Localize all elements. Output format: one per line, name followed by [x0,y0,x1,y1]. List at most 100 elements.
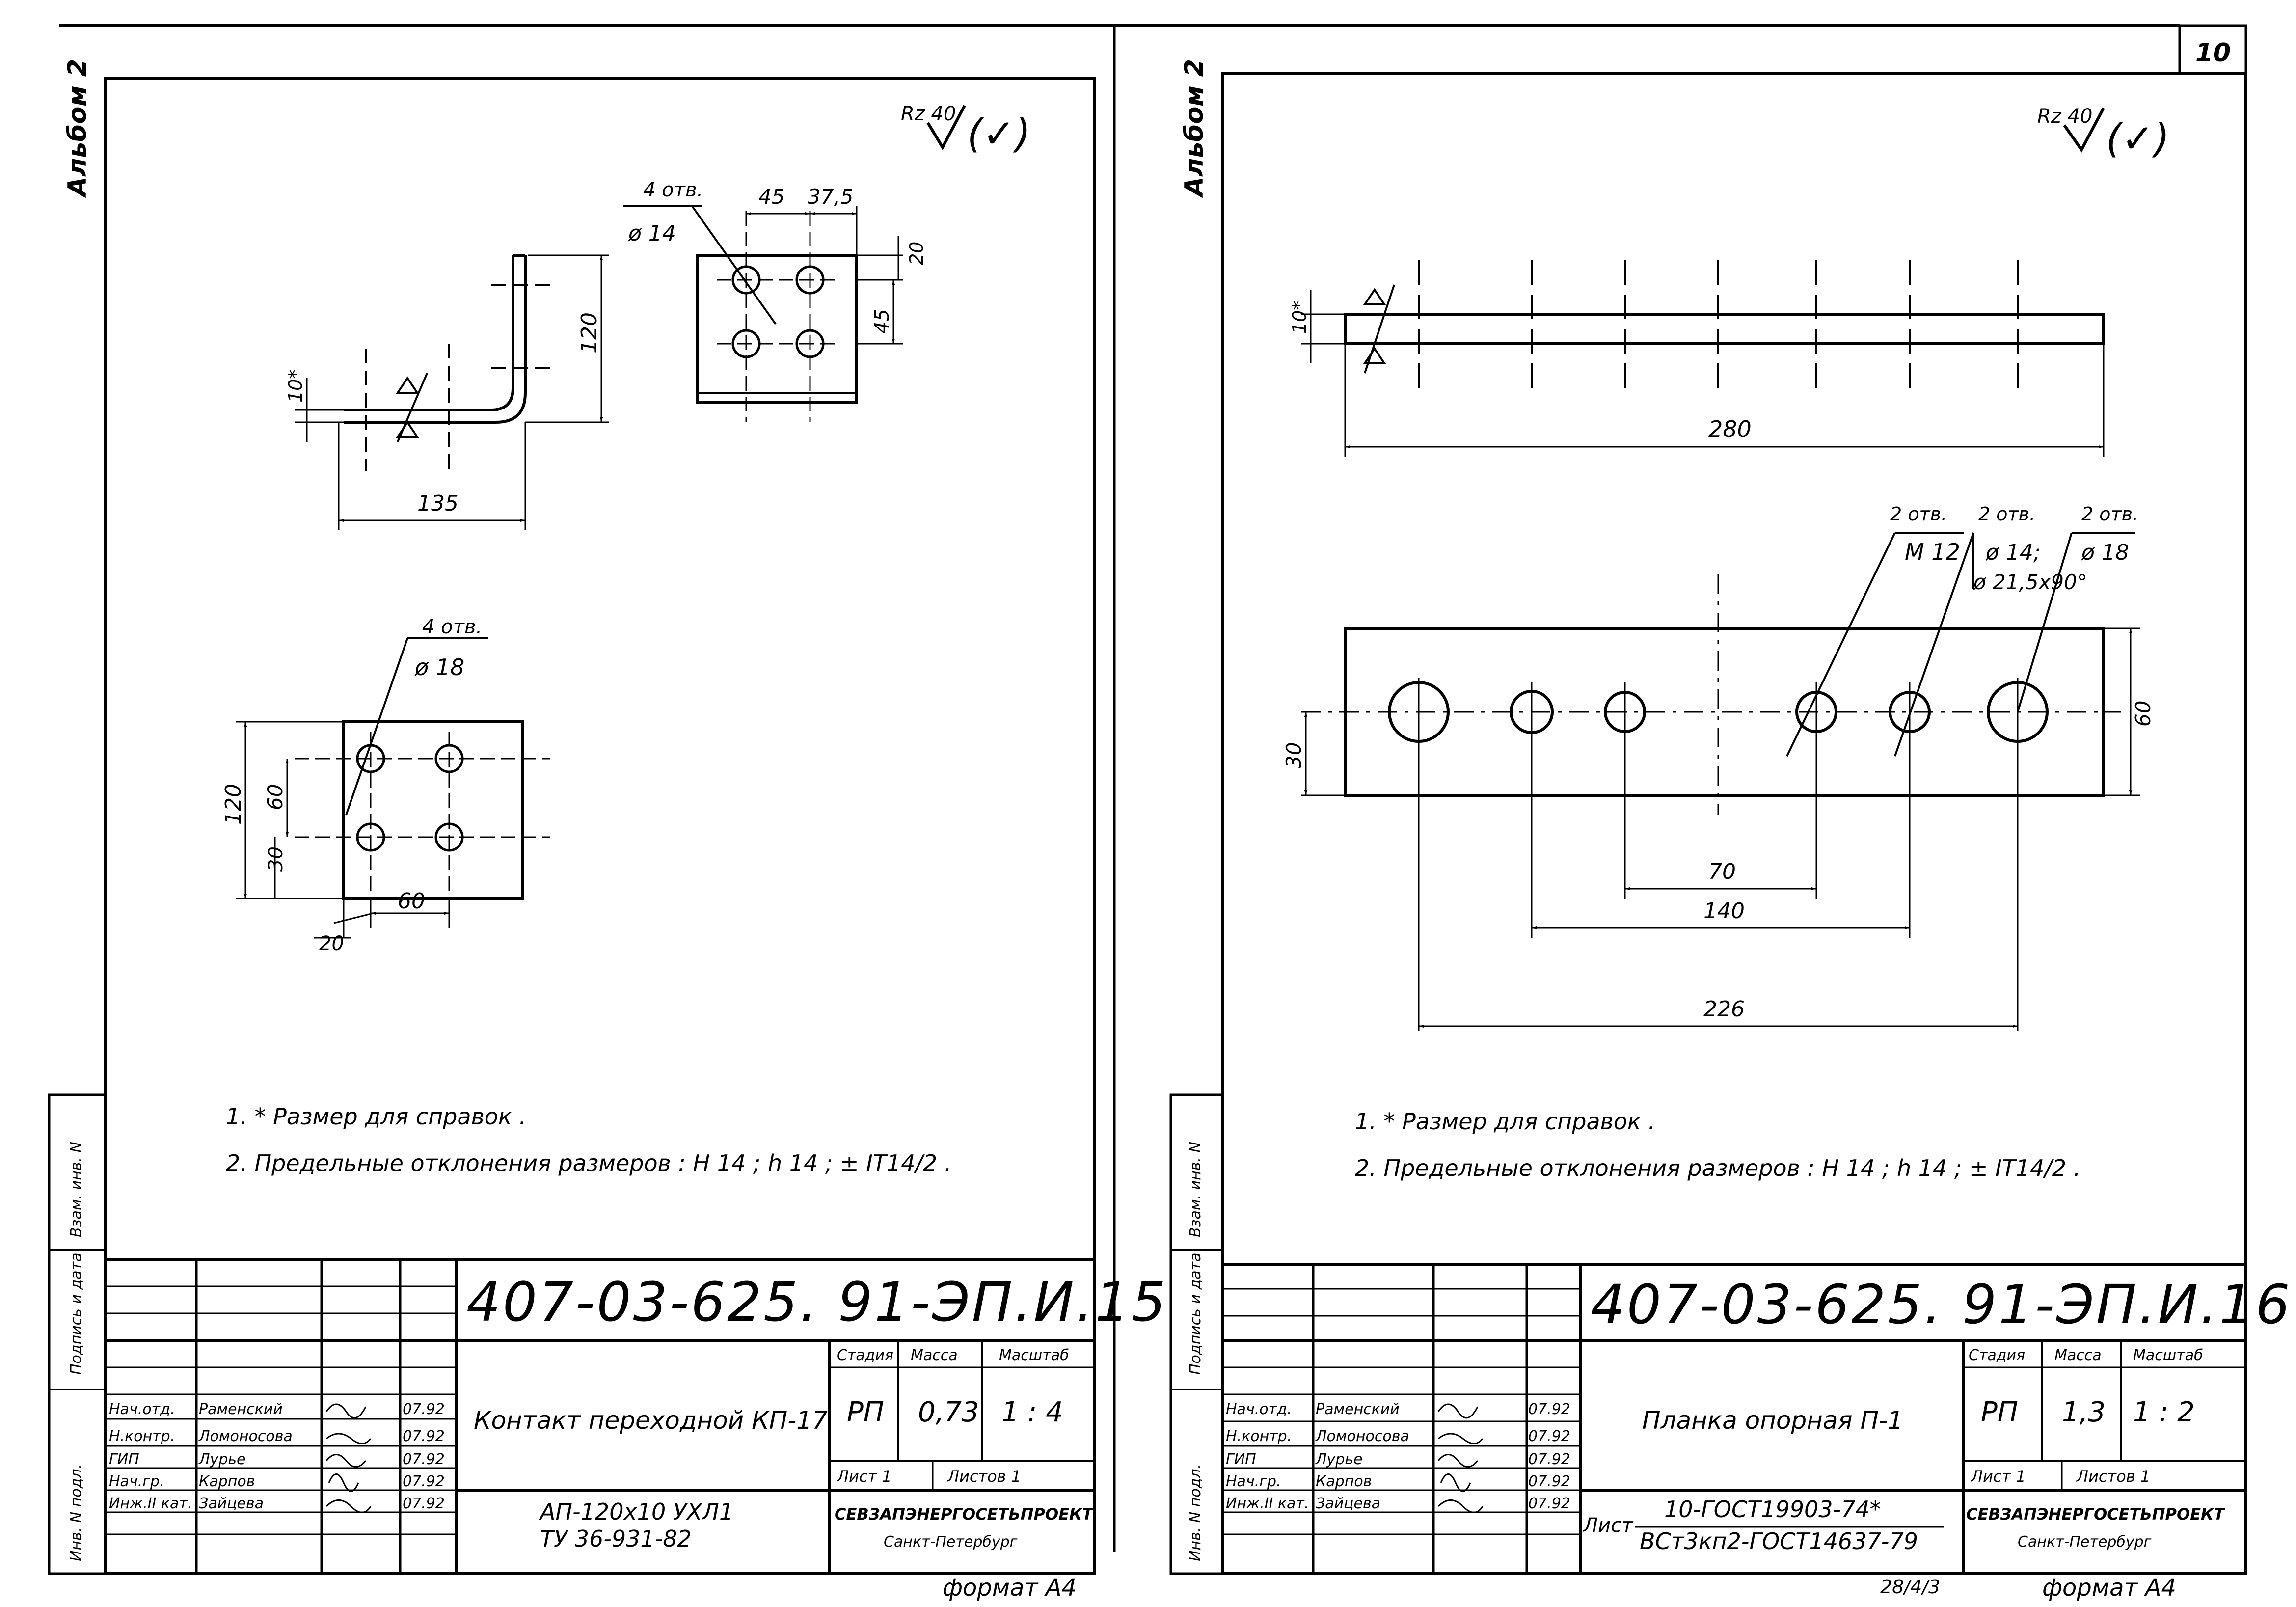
album-label-right: Альбом 2 [1180,59,1209,198]
dim-20-flange: 20 [906,242,927,265]
svg-text:Санкт-Петербург: Санкт-Петербург [884,1533,1018,1551]
right-margin-strip [1169,1093,1224,1575]
svg-text:(✓): (✓) [2106,116,2169,162]
svg-text:(✓): (✓) [967,111,1030,157]
inv-label-right: Инв. N подл. [1187,1464,1204,1561]
left-frame [104,77,1096,1575]
svg-text:Лурье: Лурье [198,1451,246,1468]
svg-text:07.92: 07.92 [403,1401,445,1418]
stage-right: РП [1981,1396,2018,1428]
callout-2-count: 2 отв. [1978,503,2035,525]
callout-1-count: 2 отв. [1890,503,1947,525]
page-number-box [2178,24,2247,75]
callout-2-val1: ø 14; [1985,540,2041,565]
dim-60-plate-v: 60 [263,784,287,810]
format-left: формат А4 [943,1574,1077,1602]
svg-text:Нач.отд.: Нач.отд. [109,1401,175,1418]
podpis-label-right: Подпись и дата [1187,1253,1204,1375]
scale-left: 1 : 4 [1001,1396,1063,1428]
scale-right: 1 : 2 [2133,1396,2195,1428]
svg-text:Зайцева: Зайцева [1316,1495,1380,1512]
svg-text:Карпов: Карпов [1316,1473,1372,1490]
svg-text:Масштаб: Масштаб [999,1347,1069,1364]
svg-text:Лурье: Лурье [1315,1451,1363,1468]
plate-holes-count: 4 отв. [422,616,482,638]
margin-labels: Альбом 2 Альбом 2 Взам. инв. N Подпись и… [63,59,1209,1561]
dim-10-strip: 10* [1289,301,1310,334]
svg-text:Санкт-Петербург: Санкт-Петербург [2018,1533,2152,1551]
svg-text:07.92: 07.92 [1528,1473,1570,1490]
svg-text:Лист 1: Лист 1 [1971,1467,2026,1486]
angle-flange-view [623,205,903,422]
dim-20-plate: 20 [319,932,344,955]
dim-226: 226 [1703,997,1745,1022]
org-right: СЕВЗАПЭНЕРГОСЕТЬПРОЕКТ [1966,1505,2225,1524]
svg-text:Нач.гр.: Нач.гр. [109,1473,164,1490]
dim-70: 70 [1708,859,1736,884]
frames [48,24,2247,1575]
svg-text:Масса: Масса [911,1347,958,1364]
page-number: 10 [2195,38,2231,68]
note-1-left: 1. * Размер для справок . [226,1103,526,1130]
dim-120-angle: 120 [577,312,602,354]
part-name-right: Планка опорная П-1 [1642,1406,1903,1435]
signature-scribbles-left [325,1403,372,1513]
title-block-right [1222,1263,2246,1574]
left-margin-strip [48,1093,107,1575]
svg-text:07.92: 07.92 [1528,1495,1570,1512]
angle-side-view [295,254,609,530]
svg-text:Ломоносова: Ломоносова [1315,1428,1409,1445]
signatures-right: Нач.отд. Раменский 07.92 Н.контр. Ломоно… [1226,1401,1570,1513]
svg-text:Лист 1: Лист 1 [837,1467,892,1486]
mass-right: 1,3 [2062,1396,2106,1428]
svg-text:Нач.отд.: Нач.отд. [1226,1401,1292,1418]
album-label-left: Альбом 2 [63,59,92,198]
dim-135-angle: 135 [417,491,459,516]
dim-30-strip: 30 [1282,742,1306,768]
svg-text:ГИП: ГИП [109,1451,139,1468]
svg-text:07.92: 07.92 [403,1495,445,1512]
dim-30-plate: 30 [265,846,287,872]
dim-60-plate-h: 60 [398,889,425,914]
svg-text:Нач.гр.: Нач.гр. [1226,1473,1281,1490]
svg-text:Карпов: Карпов [199,1473,255,1490]
callout-1-val: M 12 [1905,539,1960,565]
note-2-right: 2. Предельные отклонения размеров : H 14… [1355,1155,2080,1181]
material-1-right: 10-ГОСТ19903-74* [1664,1496,1881,1523]
dim-280: 280 [1708,416,1752,442]
plate-holes-dia: ø 18 [414,654,464,681]
dim-140: 140 [1703,899,1745,924]
svg-text:Раменский: Раменский [199,1401,283,1418]
svg-text:Масштаб: Масштаб [2133,1347,2203,1364]
org-left: СЕВЗАПЭНЕРГОСЕТЬПРОЕКТ [835,1505,1094,1524]
dim-45-v: 45 [871,309,893,334]
podpis-label-left: Подпись и дата [68,1253,85,1375]
roughness-symbol-right: Rz 40 (✓) [2037,105,2169,162]
svg-text:Лист: Лист [1582,1514,1634,1537]
format-right: формат А4 [2042,1574,2176,1602]
material-2-left: ТУ 36-931-82 [540,1525,692,1552]
svg-text:07.92: 07.92 [1528,1451,1570,1468]
roughness-symbol-left: Rz 40 (✓) [901,103,1030,157]
svg-text:07.92: 07.92 [403,1428,445,1445]
svg-text:Листов 1: Листов 1 [2076,1467,2150,1486]
svg-text:Инж.II кат.: Инж.II кат. [1226,1495,1309,1512]
doc-code-right: 407-03-625. 91-ЭП.И.16 [1591,1273,2292,1336]
svg-text:07.92: 07.92 [1528,1401,1570,1418]
dim-10-angle: 10* [285,370,306,403]
note-1-right: 1. * Размер для справок . [1355,1108,1655,1135]
callout-3-val: ø 18 [2081,540,2129,565]
stage-left: РП [847,1396,884,1428]
right-sheet: Rz 40 (✓) 10* 280 [1222,105,2292,1602]
callout-2-val2: ø 21,5x90° [1973,570,2087,594]
svg-text:Н.контр.: Н.контр. [109,1428,175,1445]
mass-left: 0,73 [918,1396,979,1428]
svg-text:07.92: 07.92 [403,1451,445,1468]
doc-code-left: 407-03-625. 91-ЭП.И.15 [466,1271,1168,1334]
handwritten-note: 28/4/3 [1880,1576,1940,1598]
angle-holes-count: 4 отв. [643,179,703,201]
inv-label-left: Инв. N подл. [68,1464,85,1561]
angle-holes-dia: ø 14 [628,221,676,246]
svg-text:Листов 1: Листов 1 [947,1467,1021,1486]
